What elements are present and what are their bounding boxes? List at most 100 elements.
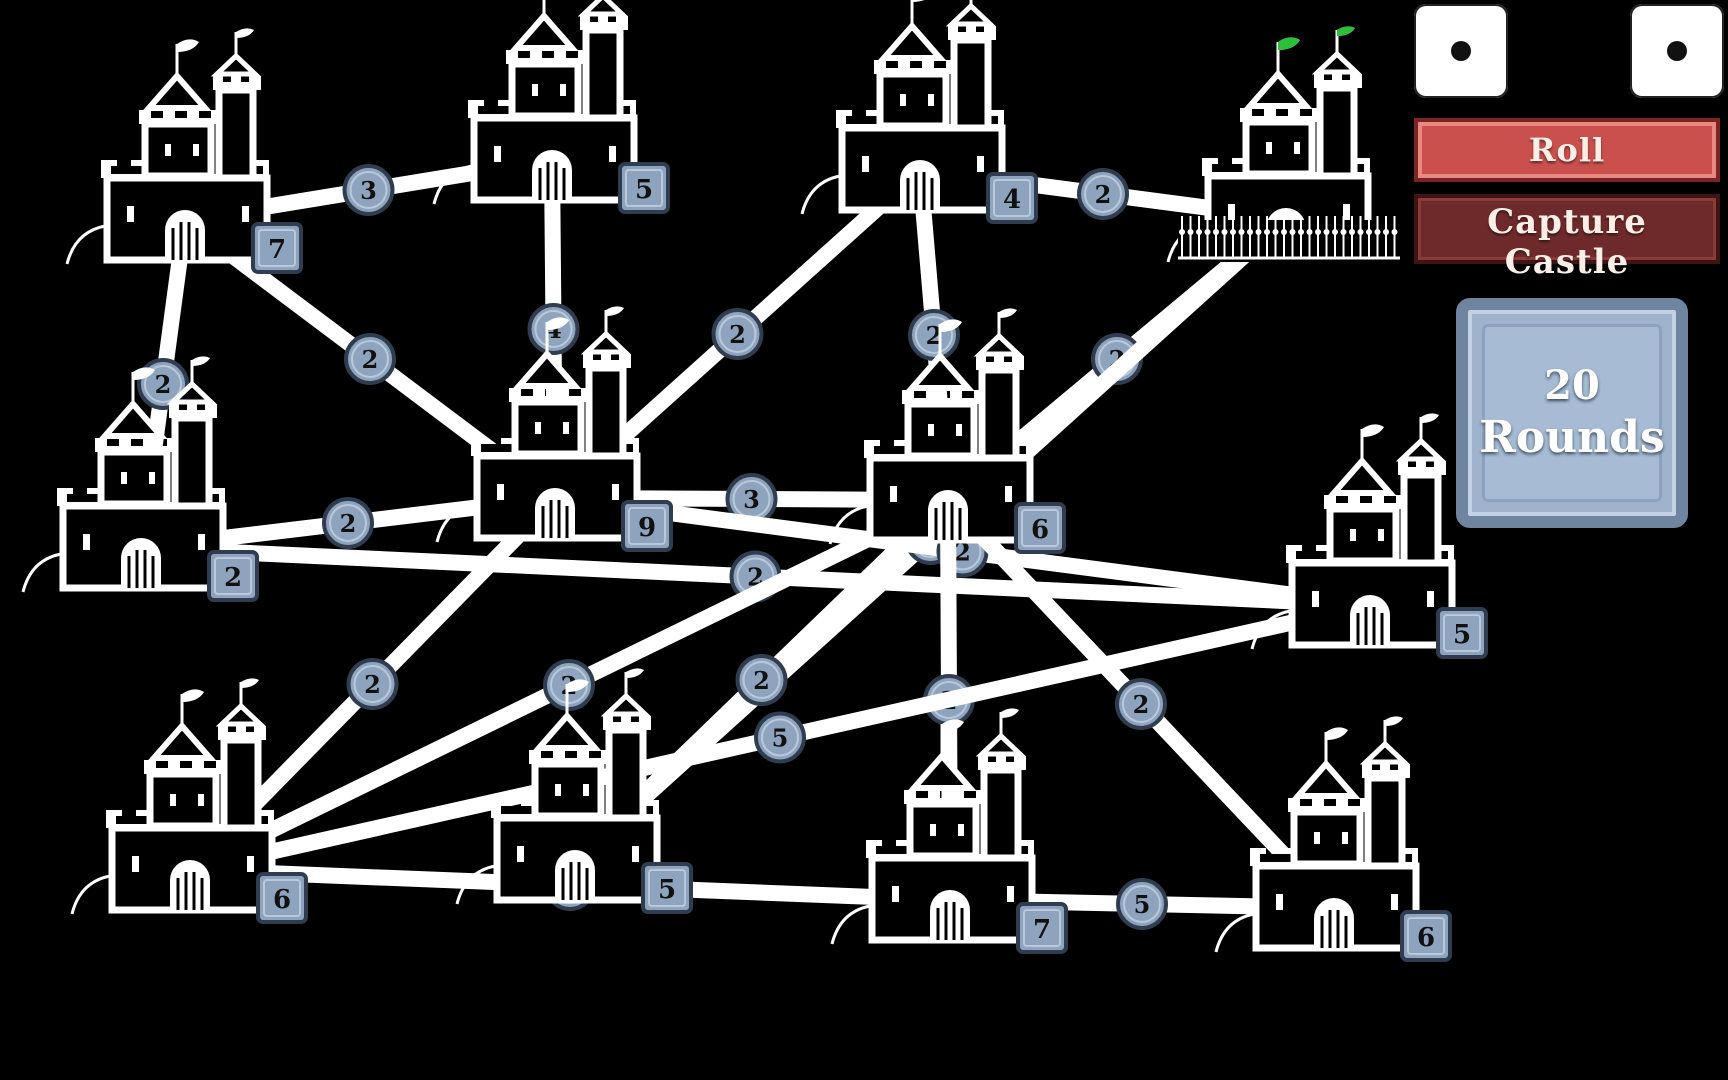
castle-value-box xyxy=(618,162,670,214)
road-cost-badge: 2 xyxy=(711,308,764,360)
army-soldier-head xyxy=(1221,229,1228,235)
die-pip xyxy=(1667,41,1687,61)
road-cost-circle xyxy=(342,164,395,216)
road-cost-label: 2 xyxy=(954,538,971,567)
road-cost-badge: 2 xyxy=(735,654,788,706)
army-soldier-head xyxy=(1289,229,1296,235)
road-cost-ring xyxy=(1084,175,1122,213)
road-cost-ring xyxy=(349,171,388,209)
castle-value-label: 5 xyxy=(658,875,676,905)
castle-icon xyxy=(23,356,225,592)
castle-value-box xyxy=(1016,902,1068,954)
road-c8-c9[interactable]: 5 xyxy=(188,597,1372,878)
castle-value-label: 6 xyxy=(1031,515,1049,545)
road-cost-circle xyxy=(735,654,788,706)
castle-value-label: 6 xyxy=(273,885,291,915)
road-cost-ring xyxy=(534,310,573,348)
road-c7-c12[interactable]: 2 xyxy=(942,494,1340,914)
castle-icon xyxy=(1252,413,1454,649)
castle-c11[interactable] xyxy=(832,708,1034,944)
army-soldier-head xyxy=(1187,229,1194,235)
castle-value-box xyxy=(1436,607,1488,659)
roads-layer: 322422225223222222525 xyxy=(133,152,1372,930)
castle-value-box xyxy=(986,172,1038,224)
army-soldier-head xyxy=(1315,229,1321,235)
castle-c9[interactable] xyxy=(72,678,274,914)
castle-c4[interactable] xyxy=(1168,26,1400,262)
green-flag-icon xyxy=(1337,26,1355,36)
road-cost-label: 2 xyxy=(340,509,357,538)
castle-value-badge: 9 xyxy=(621,500,673,552)
rounds-panel-inner: 20 Rounds xyxy=(1479,324,1665,502)
castle-icon xyxy=(72,678,274,914)
rounds-count: 20 xyxy=(1544,362,1600,409)
army-soldier-head xyxy=(1230,229,1236,235)
castle-c1[interactable] xyxy=(67,28,269,264)
castle-value-box xyxy=(251,222,303,274)
road-cost-ring xyxy=(353,665,392,703)
army-soldier-head xyxy=(1196,229,1202,235)
castle-value-box xyxy=(641,862,693,914)
castle-value-label: 6 xyxy=(1417,923,1435,953)
castle-value-badge: 7 xyxy=(1016,902,1068,954)
road-cost-ring xyxy=(761,718,799,757)
road-cost-label: 3 xyxy=(360,176,377,205)
rounds-label: Rounds xyxy=(1479,412,1665,463)
army-soldier-head xyxy=(1357,229,1364,235)
capture-castle-button[interactable]: Capture Castle xyxy=(1418,198,1716,282)
road-cost-circle xyxy=(346,658,399,710)
road-cost-badge: 2 xyxy=(344,333,396,385)
castle-value-badge: 2 xyxy=(207,550,259,602)
army-soldier-head xyxy=(1272,229,1279,235)
road-cost-badge: 2 xyxy=(908,309,960,361)
castle-value-inner xyxy=(1443,614,1481,652)
road-cost-label: 3 xyxy=(743,485,760,514)
army-soldier-head xyxy=(1340,229,1347,235)
castle-value-inner xyxy=(628,507,666,545)
army-icon xyxy=(1178,216,1400,262)
road-cost-circle xyxy=(754,711,806,764)
road-cost-badge: 3 xyxy=(725,473,778,525)
castle-c8[interactable] xyxy=(1252,413,1454,649)
road-cost-ring xyxy=(1123,885,1161,923)
castle-value-label: 7 xyxy=(268,235,286,265)
road-cost-label: 2 xyxy=(926,321,943,350)
army-soldier-head xyxy=(1366,229,1372,235)
road-cost-badge: 3 xyxy=(342,164,395,216)
castle-icon xyxy=(1216,716,1418,952)
castles-layer xyxy=(23,0,1454,952)
castle-value-inner xyxy=(214,557,252,595)
castle-value-inner xyxy=(1021,509,1059,547)
castle-c12[interactable] xyxy=(1216,716,1418,952)
castle-value-badge: 7 xyxy=(251,222,303,274)
army-soldier-head xyxy=(1323,229,1330,235)
road-cost-circle xyxy=(1116,878,1168,930)
army-soldier-head xyxy=(1204,229,1211,235)
castle-c5[interactable] xyxy=(23,356,225,592)
road-cost-label: 2 xyxy=(729,320,746,349)
die-right[interactable] xyxy=(1630,4,1724,98)
castle-value-label: 9 xyxy=(638,513,656,543)
castle-value-box xyxy=(207,550,259,602)
army-soldier-head xyxy=(1281,229,1287,235)
road-cost-label: 2 xyxy=(753,666,770,695)
roll-button[interactable]: Roll xyxy=(1418,122,1716,178)
castle-value-label: 5 xyxy=(635,175,653,205)
army-soldier-head xyxy=(1238,229,1245,235)
castle-value-badge: 6 xyxy=(1400,910,1452,962)
road-cost-badge: 5 xyxy=(1116,878,1168,930)
castle-value-inner xyxy=(993,179,1031,217)
road-cost-circle xyxy=(1077,168,1129,220)
rounds-panel: 20 Rounds xyxy=(1456,298,1688,528)
castle-value-box xyxy=(1014,502,1066,554)
castle-value-badge: 5 xyxy=(618,162,670,214)
castle-value-badge: 5 xyxy=(641,862,693,914)
castle-c3[interactable] xyxy=(802,0,1004,214)
army-soldier-head xyxy=(1349,229,1355,235)
road-cost-label: 5 xyxy=(772,724,789,753)
die-left[interactable] xyxy=(1414,4,1508,98)
castle-value-badge: 4 xyxy=(986,172,1038,224)
road-cost-label: 2 xyxy=(1133,690,1150,719)
road-cost-label: 2 xyxy=(1095,180,1112,209)
